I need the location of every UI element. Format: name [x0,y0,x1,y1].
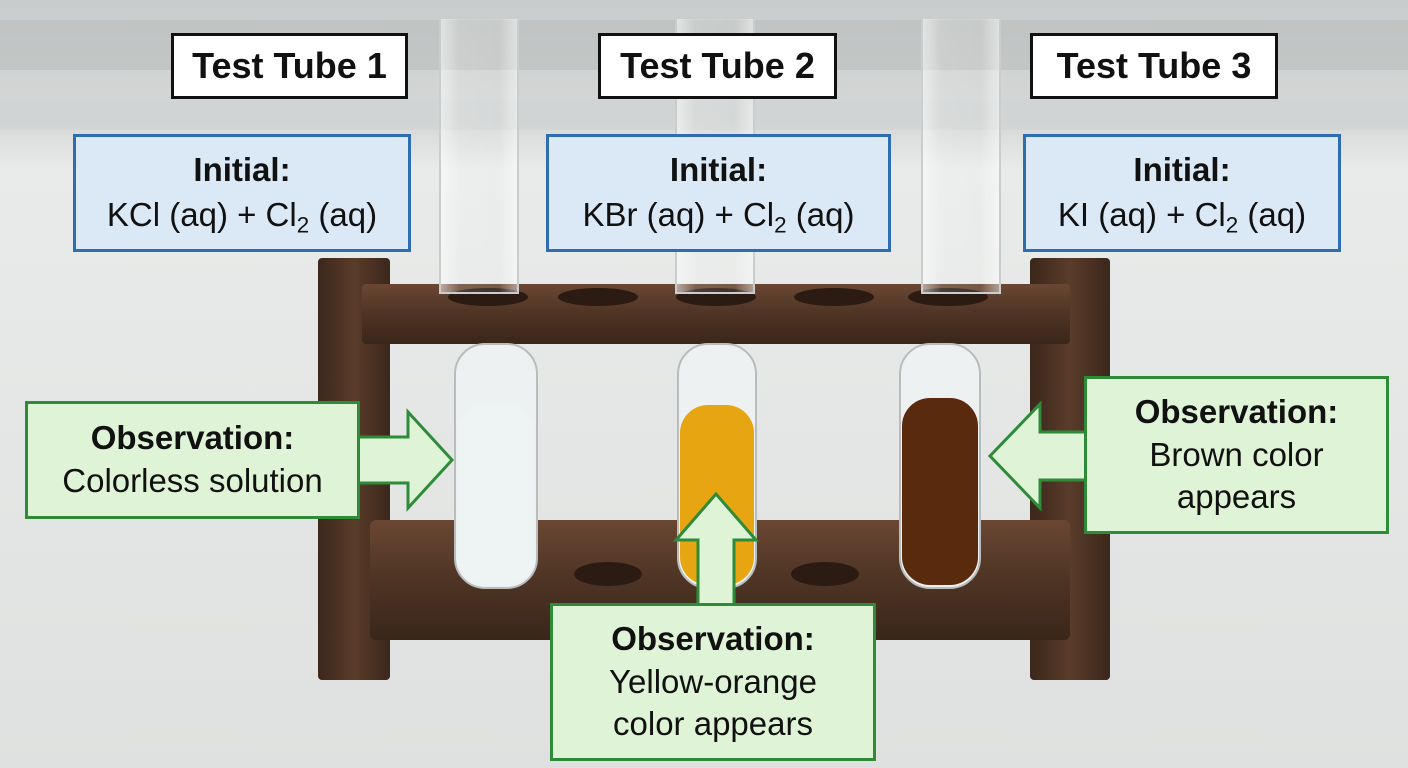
observation-text: Brown color [1149,435,1324,473]
tube-3-title: Test Tube 3 [1030,33,1278,99]
tube-3-initial-box: Initial: KI (aq) + Cl2 (aq) [1023,134,1341,252]
initial-formula: KBr (aq) + Cl2 (aq) [582,196,855,238]
arrow-to-tube-2 [672,491,760,608]
rack-top-rail [362,284,1070,344]
observation-text: Yellow-orange [609,662,817,700]
test-tube-1 [439,17,538,589]
test-tube-3 [899,17,1001,589]
initial-formula: KCl (aq) + Cl2 (aq) [106,196,378,238]
tube-3-observation-box: Observation: Brown color appears [1084,376,1389,534]
initial-heading: Initial: [669,151,768,189]
initial-formula: KI (aq) + Cl2 (aq) [1057,196,1307,238]
observation-heading: Observation: [90,419,295,457]
arrow-to-tube-3 [987,400,1088,512]
observation-text: color appears [613,705,813,743]
initial-heading: Initial: [1133,151,1231,189]
tube-2-title: Test Tube 2 [598,33,837,99]
initial-heading: Initial: [193,151,291,189]
arrow-to-tube-1 [356,408,455,512]
tube-2-initial-box: Initial: KBr (aq) + Cl2 (aq) [546,134,891,252]
tube-1-title: Test Tube 1 [171,33,408,99]
observation-heading: Observation: [1134,392,1339,430]
tube-1-observation-box: Observation: Colorless solution [25,401,360,519]
tube-1-initial-box: Initial: KCl (aq) + Cl2 (aq) [73,134,411,252]
observation-text: appears [1176,478,1297,516]
tube-2-observation-box: Observation: Yellow-orange color appears [550,603,876,761]
observation-text: Colorless solution [62,462,323,499]
observation-heading: Observation: [611,619,815,657]
